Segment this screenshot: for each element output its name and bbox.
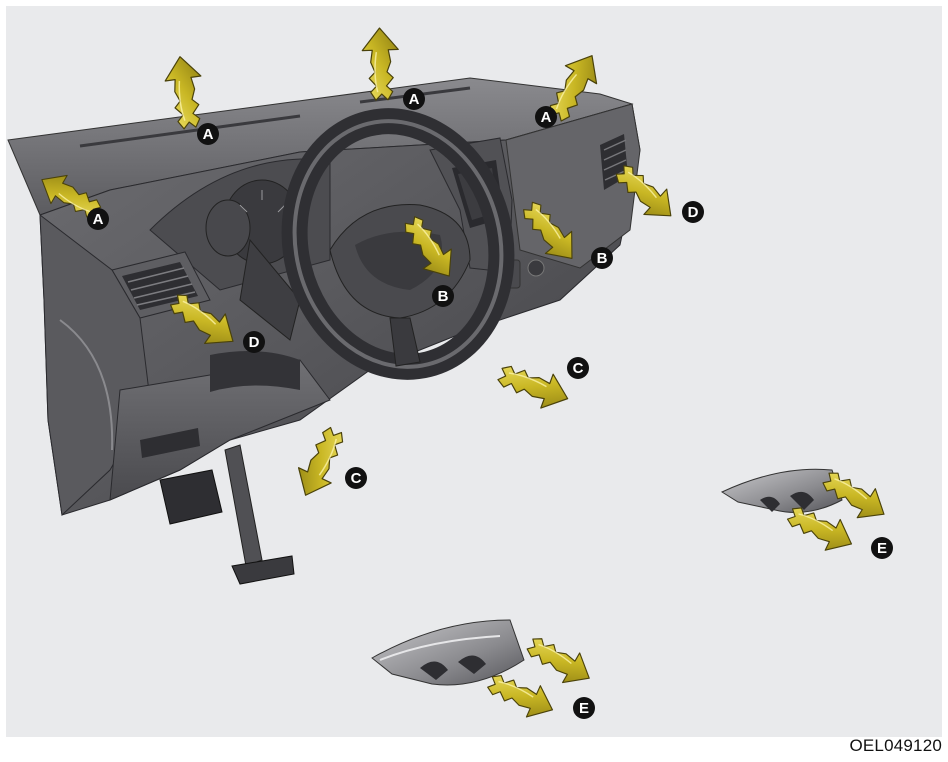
figure-code: OEL049120 [849, 736, 942, 755]
callout-e-label: E [579, 700, 589, 717]
airflow-arrow-c [493, 356, 575, 417]
callout-a-label: A [541, 109, 552, 126]
callout-b: B [432, 285, 454, 307]
callout-b-label: B [438, 288, 449, 305]
callout-b-label: B [597, 250, 608, 267]
callout-b: B [591, 247, 613, 269]
callout-c: C [567, 357, 589, 379]
callout-e: E [573, 697, 595, 719]
callout-a: A [403, 88, 425, 110]
callout-d: D [243, 331, 265, 353]
callout-d-label: D [688, 204, 699, 221]
airflow-arrow-e [520, 628, 599, 694]
rear-floor-vent [371, 619, 525, 686]
callout-a: A [197, 123, 219, 145]
callout-c: C [345, 467, 367, 489]
callout-e-label: E [877, 540, 887, 557]
callout-d: D [682, 201, 704, 223]
callout-e: E [871, 537, 893, 559]
callout-a: A [87, 208, 109, 230]
callout-c-label: C [351, 470, 362, 487]
callout-c-label: C [573, 360, 584, 377]
callout-d-label: D [249, 334, 260, 351]
rear-floor-vent [720, 468, 843, 513]
callout-a-label: A [93, 211, 104, 228]
callout-a-label: A [409, 91, 420, 108]
callout-a-label: A [203, 126, 214, 143]
airflow-arrow-c [288, 421, 354, 504]
callout-a: A [535, 106, 557, 128]
